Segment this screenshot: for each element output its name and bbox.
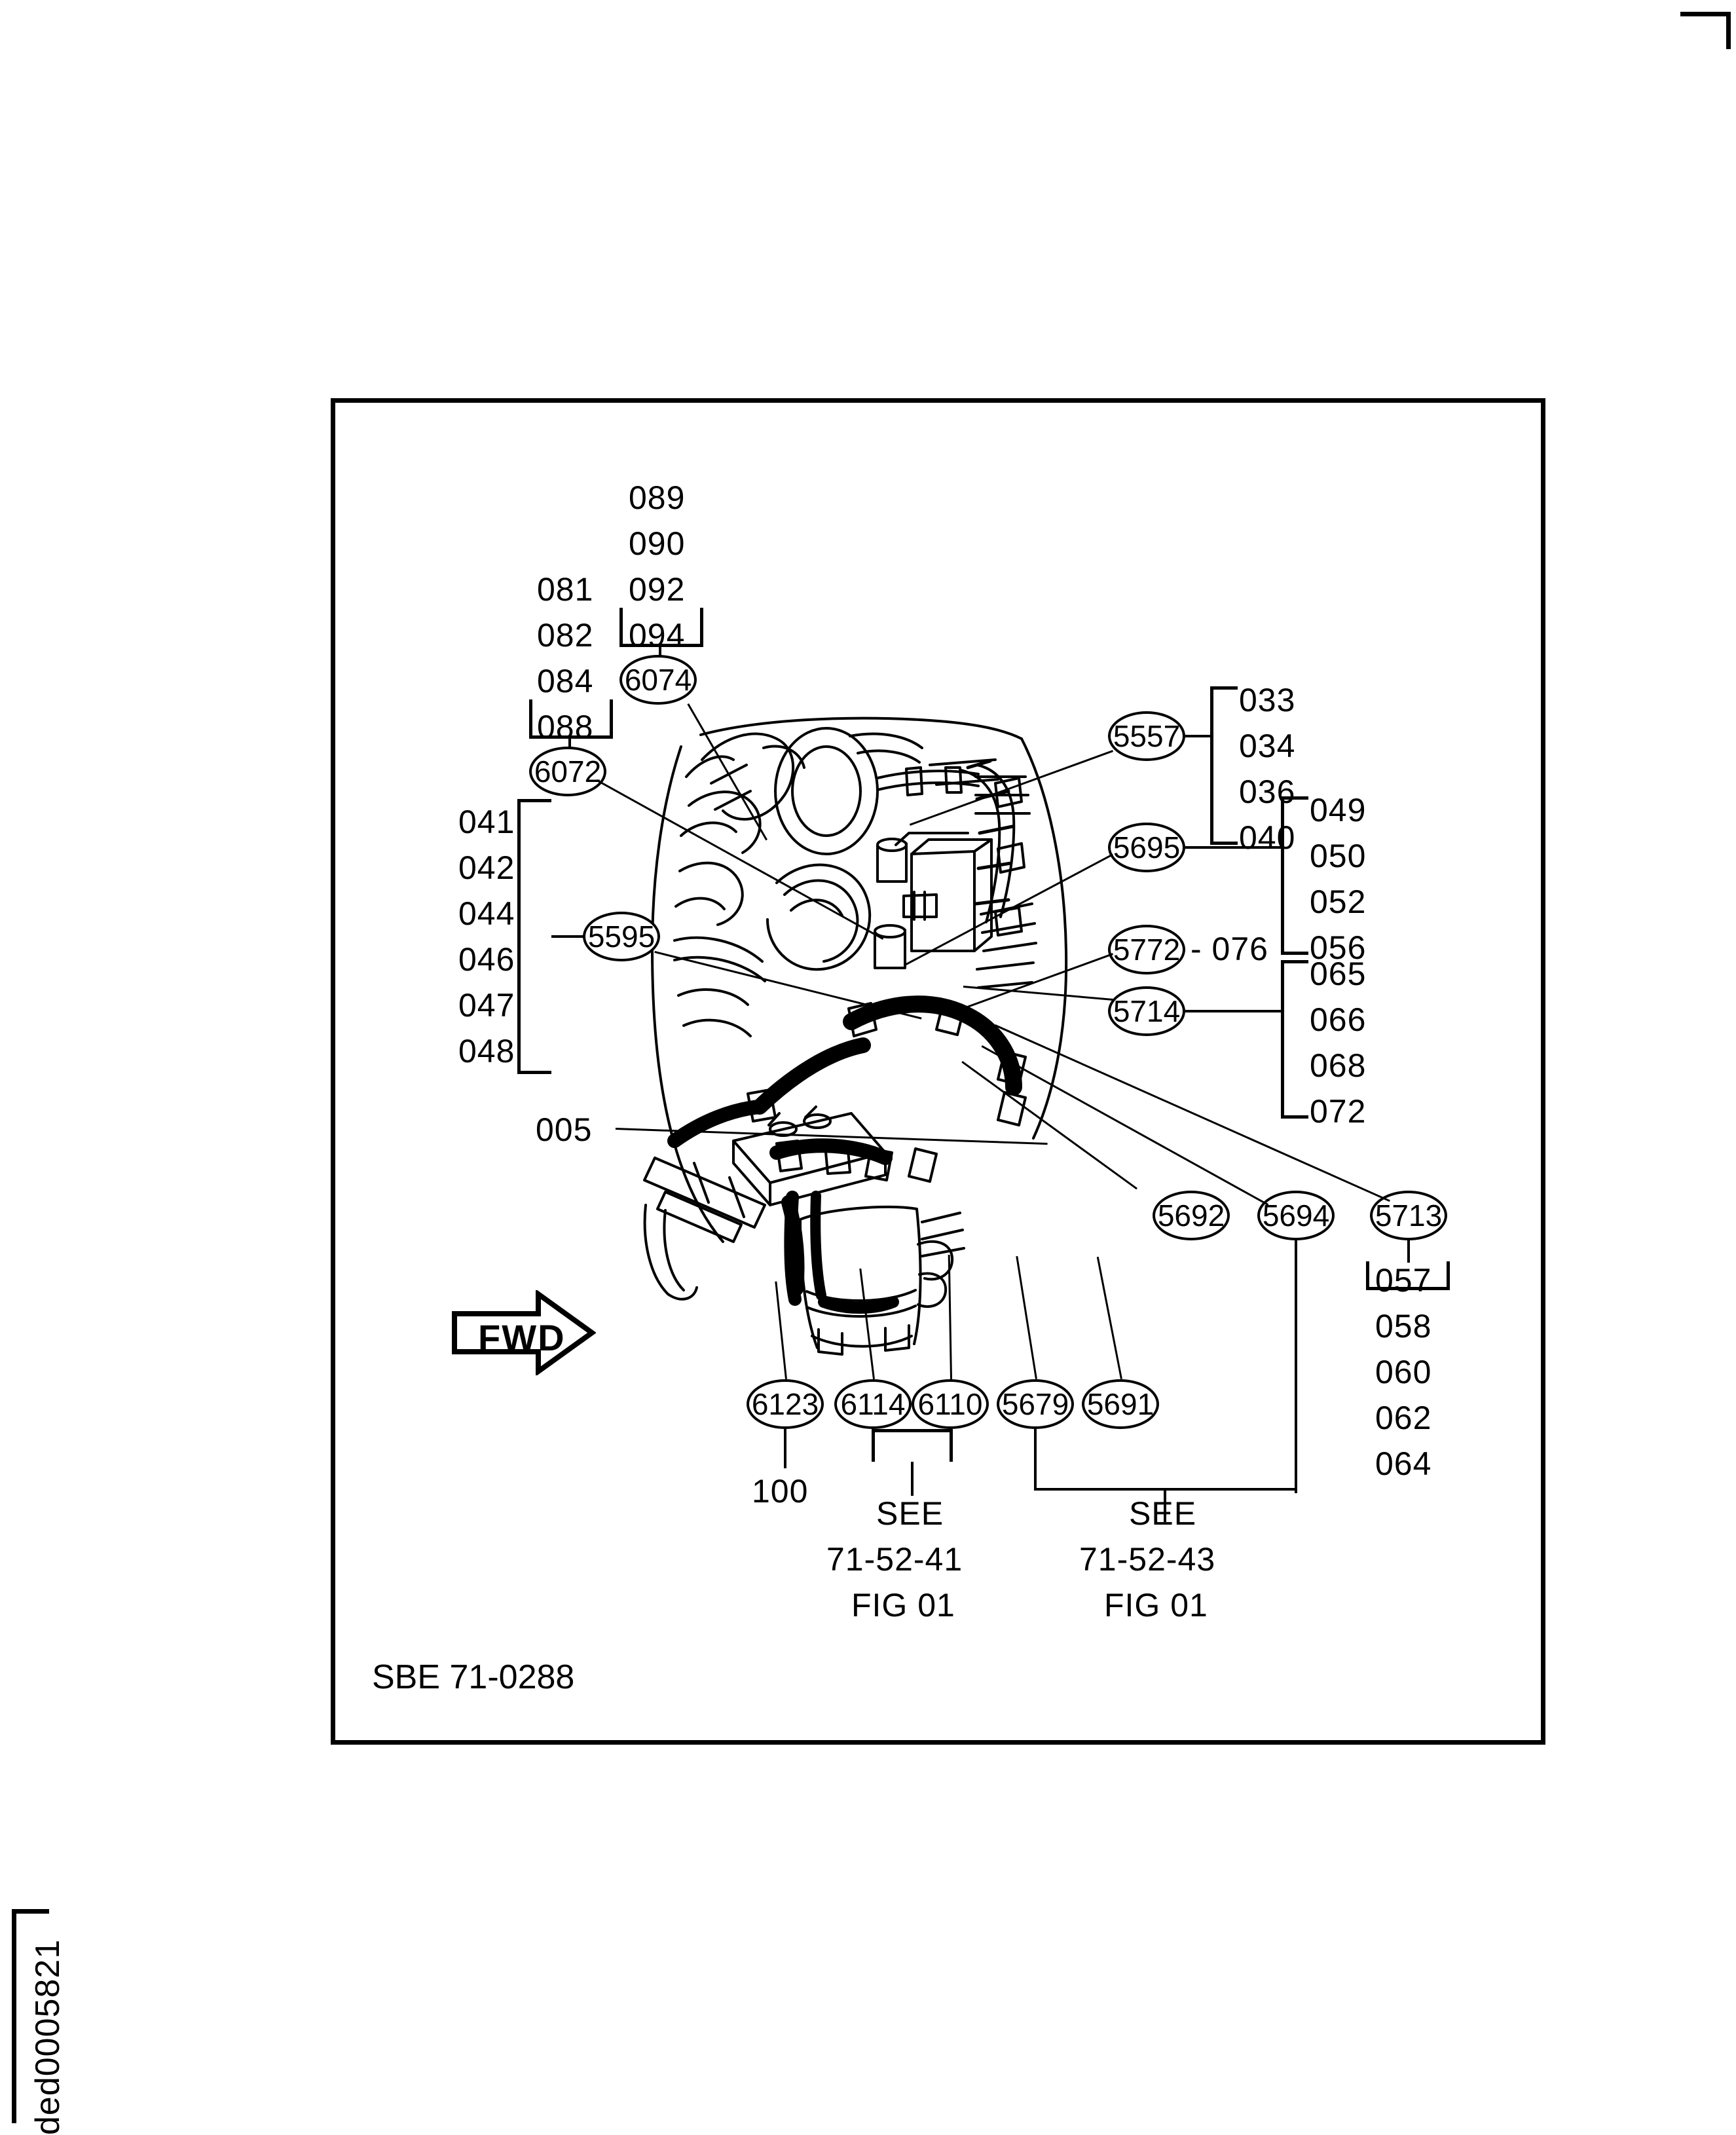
left-upper-bracket — [529, 699, 613, 739]
left-upper-item-2: 084 — [537, 663, 594, 699]
top-group-item-0: 089 — [629, 479, 686, 516]
lower-right-item-2: 060 — [1375, 1354, 1432, 1390]
left-lower-stem — [551, 935, 585, 938]
see-1-stem — [911, 1462, 914, 1496]
crop-mark-top-right — [1680, 12, 1731, 49]
balloon-6072[interactable]: 6072 — [529, 747, 606, 796]
lower-right-bracket — [1366, 1261, 1450, 1290]
right-group-4-item-0: 065 — [1310, 956, 1367, 992]
right-group-4-item-2: 068 — [1310, 1047, 1367, 1084]
right-group-2-item-2: 052 — [1310, 883, 1367, 920]
left-upper-item-0: 081 — [537, 571, 594, 608]
left-lower-bracket — [517, 799, 551, 1074]
balloon-6114[interactable]: 6114 — [834, 1379, 912, 1429]
balloon-5679[interactable]: 5679 — [997, 1379, 1074, 1429]
right-group-1-bracket — [1210, 686, 1238, 845]
lower-right-item-4: 064 — [1375, 1445, 1432, 1482]
right-group-1-item-1: 034 — [1239, 728, 1296, 764]
left-lower-item-3: 046 — [458, 941, 515, 978]
balloon-5691[interactable]: 5691 — [1082, 1379, 1159, 1429]
lower-right-item-0: 057 — [1375, 1262, 1432, 1299]
left-lower-item-1: 042 — [458, 849, 515, 886]
left-lower-item-4: 047 — [458, 987, 515, 1024]
label-100-stem — [784, 1429, 786, 1468]
right-group-4-item-3: 072 — [1310, 1093, 1367, 1130]
leader-5714-stem — [1185, 1010, 1284, 1012]
leader-5695-stem — [1185, 846, 1284, 849]
see-2-stem — [1164, 1488, 1166, 1522]
right-group-1-item-2: 036 — [1239, 773, 1296, 810]
balloon-5694[interactable]: 5694 — [1257, 1191, 1335, 1240]
label-100: 100 — [752, 1473, 809, 1510]
right-group-2-item-3: 056 — [1310, 929, 1367, 966]
right-group-3-suffix: - 076 — [1191, 931, 1268, 967]
see-1-bracket — [872, 1429, 953, 1462]
balloon-5772[interactable]: 5772 — [1108, 925, 1185, 975]
see-1-ref: 71-52-41 — [826, 1541, 963, 1578]
balloon-5692[interactable]: 5692 — [1153, 1191, 1230, 1240]
see-2-fig: FIG 01 — [1104, 1587, 1208, 1624]
balloon-5714[interactable]: 5714 — [1108, 986, 1185, 1036]
see-1-see: SEE — [876, 1495, 944, 1532]
left-lower-item-0: 041 — [458, 804, 515, 840]
fwd-arrow-label: FWD — [478, 1317, 566, 1358]
balloon-5695[interactable]: 5695 — [1108, 823, 1185, 872]
left-lower-item-5: 048 — [458, 1033, 515, 1069]
crop-mark-bottom-left — [12, 1909, 49, 2123]
right-group-2-item-0: 049 — [1310, 792, 1367, 828]
see-1-fig: FIG 01 — [851, 1587, 955, 1624]
right-group-1-item-0: 033 — [1239, 682, 1296, 718]
lower-right-item-3: 062 — [1375, 1400, 1432, 1436]
balloon-6074[interactable]: 6074 — [619, 655, 697, 705]
fwd-arrow: FWD — [452, 1289, 597, 1377]
arrow-right-icon — [452, 1289, 597, 1377]
label-005: 005 — [536, 1111, 593, 1148]
see-2-spine-vertical — [1295, 1240, 1297, 1493]
right-group-4-item-1: 066 — [1310, 1001, 1367, 1038]
left-lower-item-2: 044 — [458, 895, 515, 932]
lower-right-item-1: 058 — [1375, 1308, 1432, 1345]
right-group-4-bracket — [1281, 960, 1308, 1119]
right-group-2-item-1: 050 — [1310, 838, 1367, 874]
see-2-left-stem — [1034, 1429, 1037, 1489]
balloon-5713[interactable]: 5713 — [1370, 1191, 1447, 1240]
see-2-see: SEE — [1129, 1495, 1197, 1532]
balloon-6110[interactable]: 6110 — [912, 1379, 989, 1429]
top-group-item-2: 092 — [629, 571, 686, 608]
balloon-5557[interactable]: 5557 — [1108, 711, 1185, 761]
leader-5557-stem — [1185, 735, 1213, 737]
top-group-bracket — [619, 608, 703, 647]
top-group-item-1: 090 — [629, 525, 686, 562]
lower-right-stem — [1407, 1240, 1410, 1263]
right-group-2-bracket — [1281, 796, 1308, 955]
figure-id: SBE 71-0288 — [372, 1658, 575, 1696]
left-upper-item-1: 082 — [537, 617, 594, 654]
balloon-5595[interactable]: 5595 — [583, 912, 660, 961]
balloon-6123[interactable]: 6123 — [747, 1379, 824, 1429]
see-2-ref: 71-52-43 — [1079, 1541, 1216, 1578]
